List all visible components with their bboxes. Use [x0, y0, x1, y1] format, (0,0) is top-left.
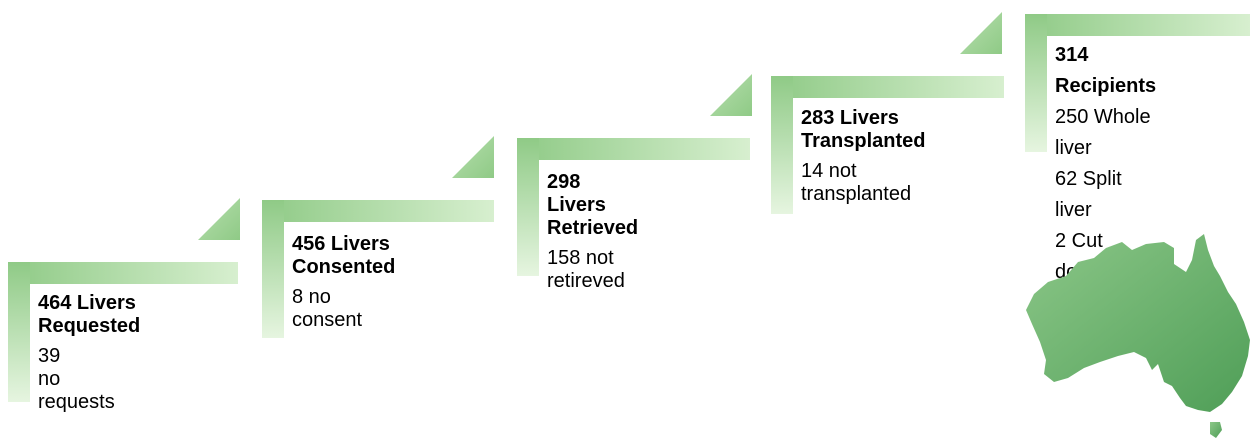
step-detail: transplanted	[801, 183, 912, 205]
step-bar-horizontal	[517, 138, 750, 160]
step-arrow-tip	[452, 136, 494, 178]
step-bar-horizontal	[771, 76, 1004, 98]
step-title: 283 Livers	[801, 107, 899, 129]
step-detail: no requests	[38, 368, 115, 413]
step-text: 464 Livers Requested 39 no requests	[38, 292, 140, 414]
step-title: 314 Recipients	[1055, 44, 1157, 97]
step-bar-vertical	[1025, 14, 1047, 152]
step-detail: 39	[38, 345, 61, 367]
step-title: Consented	[292, 256, 396, 278]
step-bar-horizontal	[8, 262, 238, 284]
step-bar-horizontal	[262, 200, 494, 222]
step-text: 298 Livers Retrieved 158 not retireved	[547, 171, 638, 293]
step-bracket	[1025, 14, 1250, 152]
australia-map-icon	[1026, 234, 1250, 438]
step-bracket	[517, 74, 752, 276]
step-title: Transplanted	[801, 130, 926, 152]
step-title: 456 Livers	[292, 233, 390, 255]
step-arrow-tip	[198, 198, 240, 240]
step-bar-vertical	[771, 76, 793, 214]
step-title: 464 Livers	[38, 292, 136, 314]
step-bracket	[262, 136, 494, 338]
tasmania-shape	[1210, 422, 1222, 438]
step-text: 456 Livers Consented 8 no consent	[292, 233, 395, 332]
step-bracket	[8, 198, 240, 402]
step-bar-vertical	[517, 138, 539, 276]
step-text: 283 Livers Transplanted 14 not transplan…	[801, 107, 925, 206]
step-detail: 8 no consent	[292, 286, 363, 331]
step-detail: 62 Split liver	[1055, 168, 1122, 221]
step-detail: 250 Whole liver	[1055, 106, 1151, 159]
step-bracket	[771, 12, 1004, 214]
step-detail: 14 not	[801, 160, 857, 182]
step-bar-vertical	[8, 262, 30, 402]
step-detail: 158 not retireved	[547, 247, 625, 292]
step-title: 298 Livers	[547, 171, 606, 216]
step-title: Retrieved	[547, 217, 639, 239]
step-arrow-tip	[710, 74, 752, 116]
step-bar-vertical	[262, 200, 284, 338]
step-bar-horizontal	[1025, 14, 1250, 36]
step-title: Requested	[38, 315, 141, 337]
step-arrow-tip	[960, 12, 1002, 54]
